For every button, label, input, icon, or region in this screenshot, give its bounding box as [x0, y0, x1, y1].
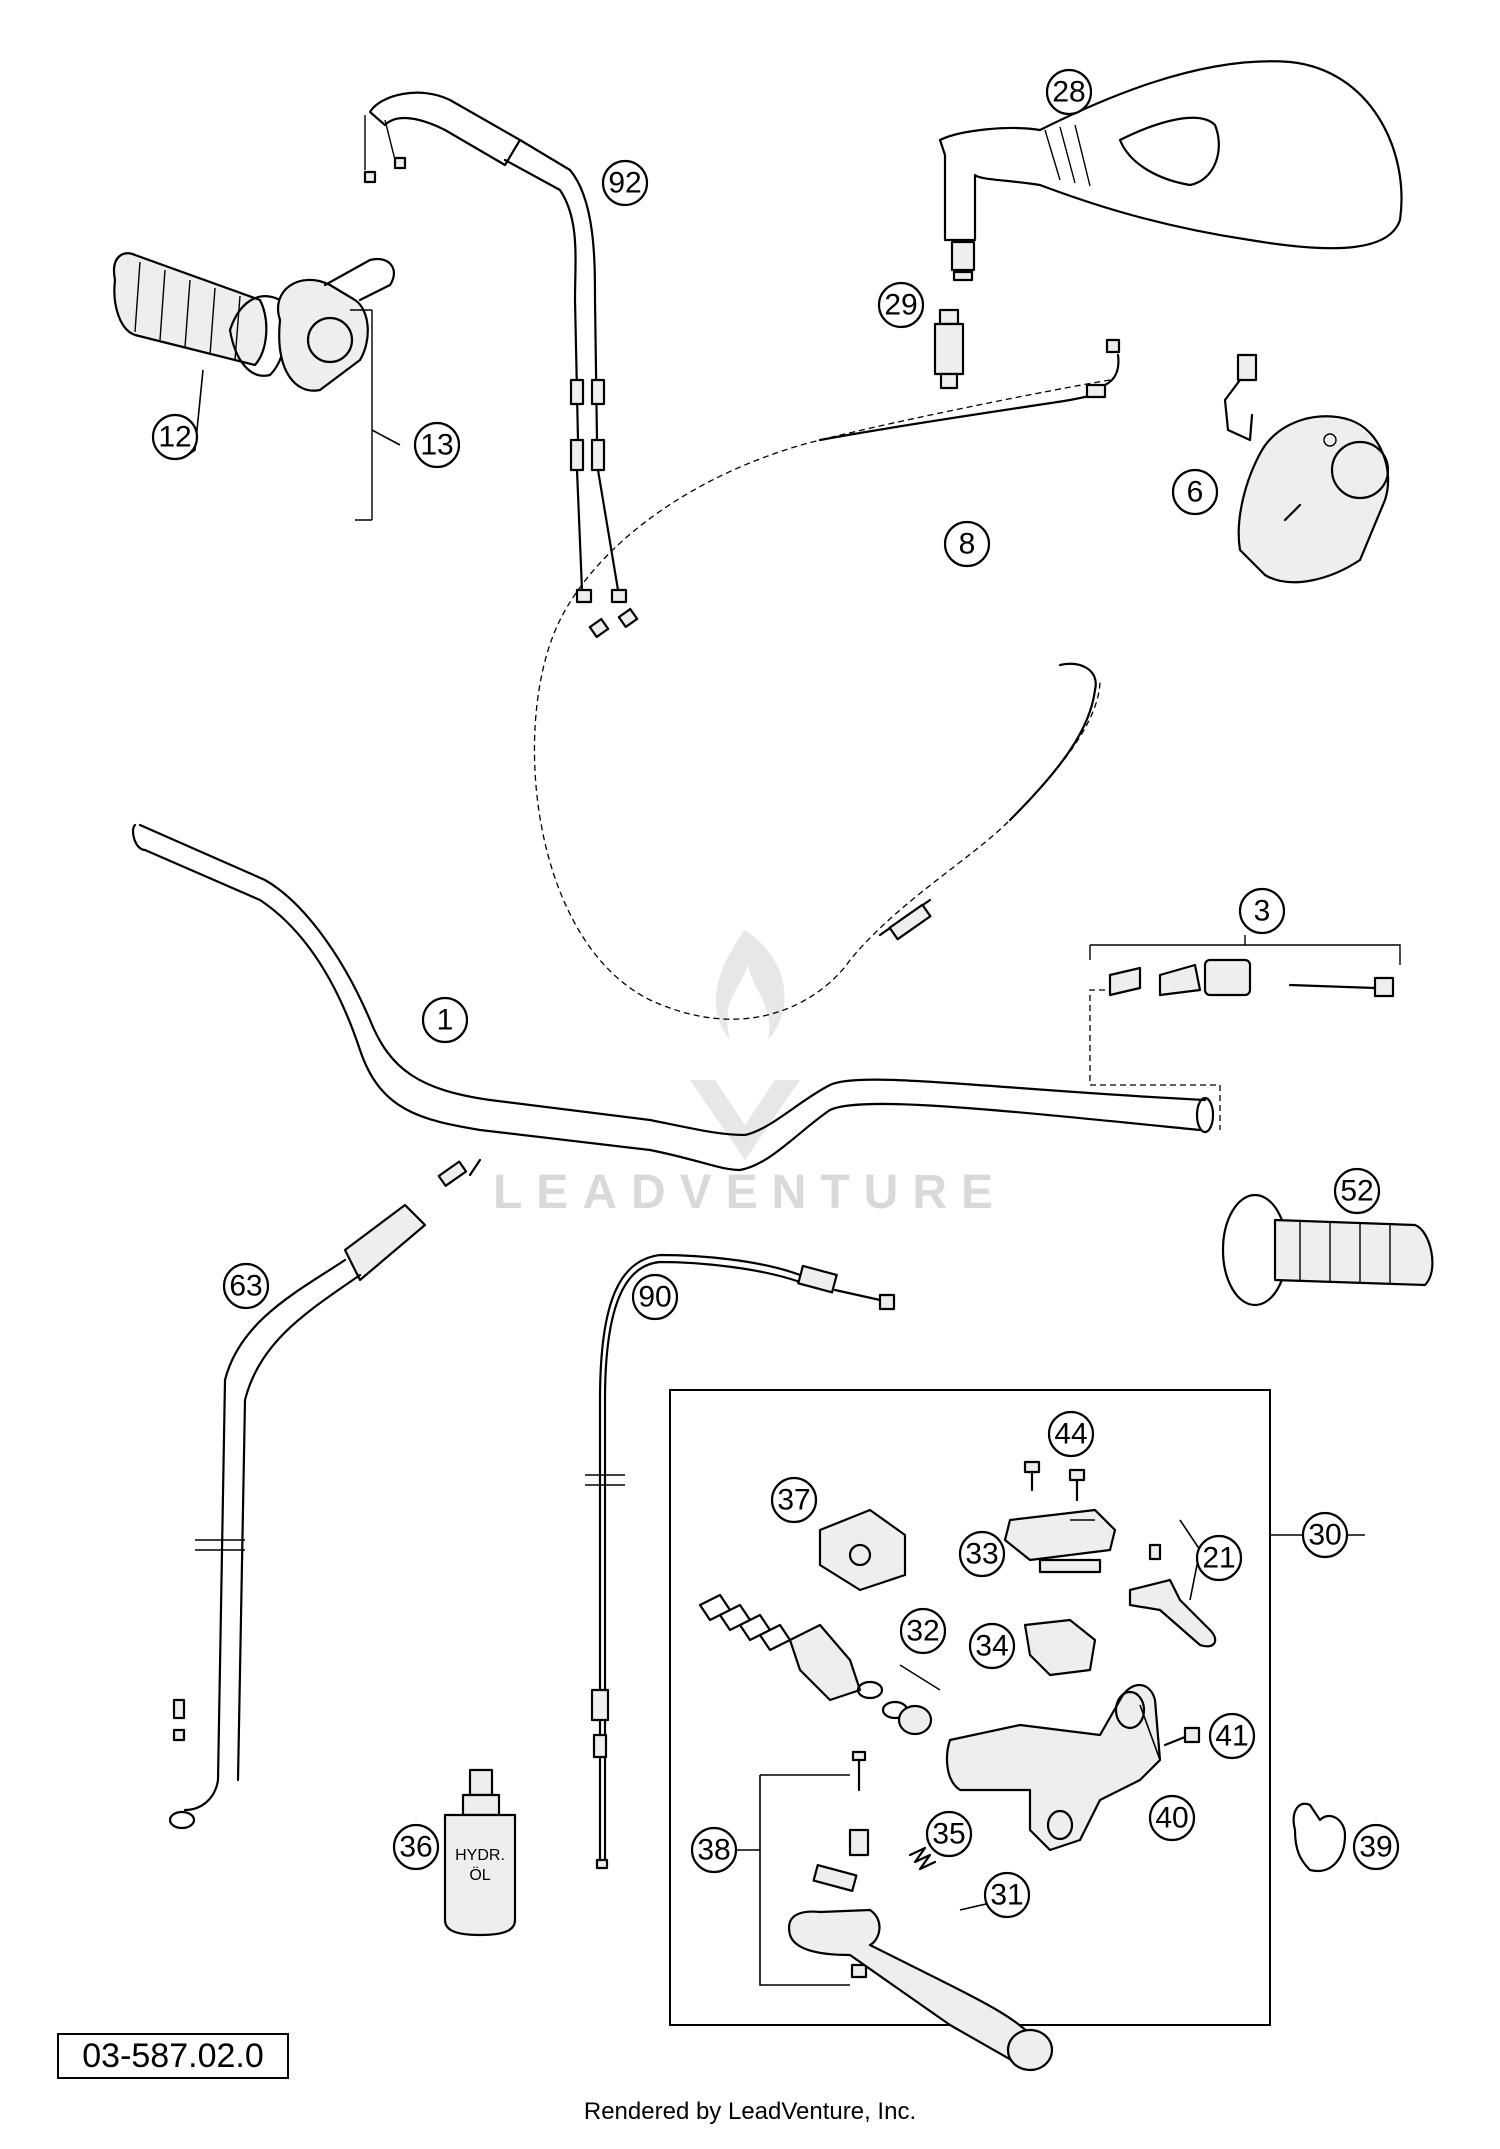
watermark-logo: [690, 930, 800, 1160]
lever-21-part: [1128, 1543, 1217, 1648]
callout-37: 37: [770, 1476, 818, 1524]
clamp-39-part: [1292, 1802, 1347, 1873]
callout-38: 38: [690, 1826, 738, 1874]
svg-text:13: 13: [420, 429, 453, 462]
svg-text:HYDR.: HYDR.: [455, 1847, 505, 1864]
diagram-code: 03-587.02.0: [57, 2033, 289, 2079]
cable-90-part: [585, 1253, 896, 1870]
callout-1: 1: [421, 996, 469, 1044]
callout-34: 34: [968, 1622, 1016, 1670]
callout-6: 6: [1171, 468, 1219, 516]
screws-44-part: [1023, 1460, 1086, 1502]
throttle-housing-part: [277, 257, 395, 521]
callout-63: 63: [222, 1262, 270, 1310]
callout-44: 44: [1047, 1410, 1095, 1458]
svg-text:12: 12: [158, 421, 191, 454]
throttle-cables-part: [363, 91, 639, 639]
svg-text:21: 21: [1202, 1542, 1235, 1575]
svg-text:90: 90: [638, 1281, 671, 1314]
svg-text:52: 52: [1340, 1175, 1373, 1208]
throttle-grip-part: [112, 252, 287, 377]
svg-text:6: 6: [1187, 476, 1204, 509]
callout-39: 39: [1352, 1823, 1400, 1871]
callout-90: 90: [631, 1273, 679, 1321]
callout-3: 3: [1238, 887, 1286, 935]
callout-30: 30: [1301, 1511, 1349, 1559]
svg-text:63: 63: [229, 1270, 262, 1303]
callout-29: 29: [877, 281, 925, 329]
diaphragm-34-part: [1023, 1618, 1097, 1677]
brake-line-part: [168, 1158, 482, 1830]
switch-part: [1223, 353, 1390, 584]
handlebar-part: [131, 823, 1215, 1172]
callout-52: 52: [1333, 1167, 1381, 1215]
svg-text:30: 30: [1308, 1519, 1341, 1552]
callout-32: 32: [899, 1607, 947, 1655]
svg-text:8: 8: [959, 528, 976, 561]
svg-text:40: 40: [1155, 1802, 1188, 1835]
watermark-text: LEADVENTURE: [492, 1166, 1008, 1219]
grip-52-part: [1221, 1193, 1434, 1307]
svg-text:1: 1: [437, 1004, 454, 1037]
callout-35: 35: [925, 1810, 973, 1858]
callout-13: 13: [413, 421, 461, 469]
svg-text:ÖL: ÖL: [469, 1866, 490, 1884]
svg-text:92: 92: [608, 167, 641, 200]
svg-text:37: 37: [777, 1484, 810, 1517]
svg-text:36: 36: [399, 1831, 432, 1864]
cable-8-part: [533, 338, 1121, 1020]
brake-lever-31-part: [787, 1863, 1054, 2072]
master-cylinder-40-part: [945, 1683, 1162, 1852]
callout-92: 92: [601, 159, 649, 207]
bolt-41-part: [1163, 1726, 1201, 1747]
svg-text:39: 39: [1359, 1831, 1392, 1864]
cover-37-part: [818, 1508, 907, 1592]
callout-41: 41: [1208, 1712, 1256, 1760]
svg-text:35: 35: [932, 1818, 965, 1851]
svg-text:3: 3: [1254, 895, 1271, 928]
svg-text:38: 38: [697, 1834, 730, 1867]
callout-36: 36: [392, 1823, 440, 1871]
hydraulic-oil-part: HYDR. ÖL: [443, 1768, 517, 1937]
mirror-adapter-part: [933, 308, 965, 390]
callout-12: 12: [151, 413, 199, 461]
footer-credit: Rendered by LeadVenture, Inc.: [583, 2098, 917, 2125]
mirror-part: [938, 60, 1403, 282]
svg-text:29: 29: [884, 289, 917, 322]
callout-40: 40: [1148, 1794, 1196, 1842]
callout-31: 31: [983, 1871, 1031, 1919]
svg-text:32: 32: [906, 1615, 939, 1648]
svg-text:44: 44: [1054, 1418, 1087, 1451]
svg-text:33: 33: [965, 1538, 998, 1571]
callout-28: 28: [1045, 68, 1093, 116]
piston-32-part: [698, 1593, 941, 1736]
callout-8: 8: [943, 520, 991, 568]
svg-text:28: 28: [1052, 76, 1085, 109]
svg-text:41: 41: [1215, 1720, 1248, 1753]
callout-33: 33: [958, 1530, 1006, 1578]
svg-text:34: 34: [975, 1630, 1008, 1663]
bar-end-part: [1089, 935, 1401, 1130]
spring-35-part: [908, 1846, 937, 1871]
svg-text:31: 31: [990, 1879, 1023, 1912]
pin-38-part: [735, 1750, 870, 1986]
callout-21: 21: [1195, 1534, 1243, 1582]
lid-33-part: [1003, 1508, 1117, 1574]
